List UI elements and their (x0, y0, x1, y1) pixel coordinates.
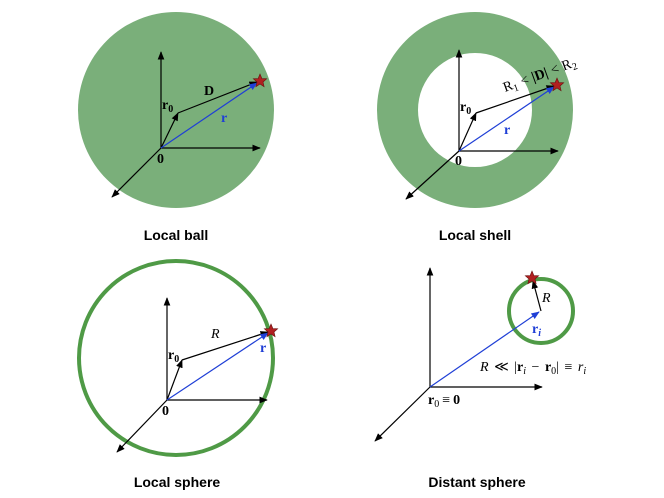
ball-star-icon (252, 73, 268, 88)
sphere-origin-label: 0 (162, 404, 169, 419)
panel-distant-sphere: R ri R ≪ |ri − r0| ≡ ri r0≡0 Distant sph… (374, 267, 586, 490)
distant-ri-label: ri (532, 322, 541, 339)
distant-caption: Distant sphere (428, 474, 525, 490)
distant-star-icon (524, 270, 540, 285)
ball-axis-y (111, 147, 162, 198)
shell-r-vector (458, 86, 555, 152)
shell-star-icon (549, 77, 565, 92)
distant-R-label: R (541, 291, 551, 306)
shell-r0-label: r0 (460, 100, 471, 117)
panel-local-shell: R1<|D|<R2 r r0 0 Local shell (377, 12, 579, 243)
shell-caption: Local shell (439, 227, 511, 243)
ball-r0-label: r0 (162, 98, 173, 115)
ball-disk (78, 12, 274, 208)
sphere-r0-label: r0 (168, 348, 179, 365)
shell-axis-y (405, 150, 460, 200)
shell-D-vector (475, 85, 555, 114)
sphere-outline (77, 259, 275, 457)
sphere-star-icon (263, 323, 279, 338)
shell-r-label: r (504, 123, 510, 138)
ball-r0-vector (160, 112, 179, 149)
ball-D-label: D (204, 84, 214, 99)
sphere-R-vector (181, 331, 269, 361)
shell-annulus (377, 12, 573, 208)
sphere-R-label: R (210, 327, 220, 342)
sphere-axis-y (116, 399, 168, 453)
distant-origin-label: r0≡0 (428, 393, 460, 410)
distant-R-vector (531, 280, 542, 312)
distant-relation-label: R ≪ |ri − r0| ≡ ri (479, 360, 586, 378)
panel-local-sphere: R r r0 0 Local sphere (77, 259, 279, 490)
shell-r0-vector (458, 112, 477, 152)
sphere-caption: Local sphere (134, 474, 221, 490)
sphere-r0-vector (166, 359, 183, 401)
sphere-r-vector (166, 332, 269, 401)
distant-axis-y (374, 386, 431, 442)
ball-r-vector (160, 82, 258, 149)
shell-origin-label: 0 (455, 154, 462, 169)
panel-local-ball: D r r0 0 Local ball (78, 12, 274, 243)
ball-caption: Local ball (144, 227, 209, 243)
sphere-r-label: r (260, 341, 266, 356)
distant-ri-vector (429, 311, 540, 388)
ball-origin-label: 0 (157, 152, 164, 167)
distant-sphere-outline (507, 277, 575, 345)
ball-D-vector (177, 81, 258, 114)
ball-r-label: r (221, 111, 227, 126)
